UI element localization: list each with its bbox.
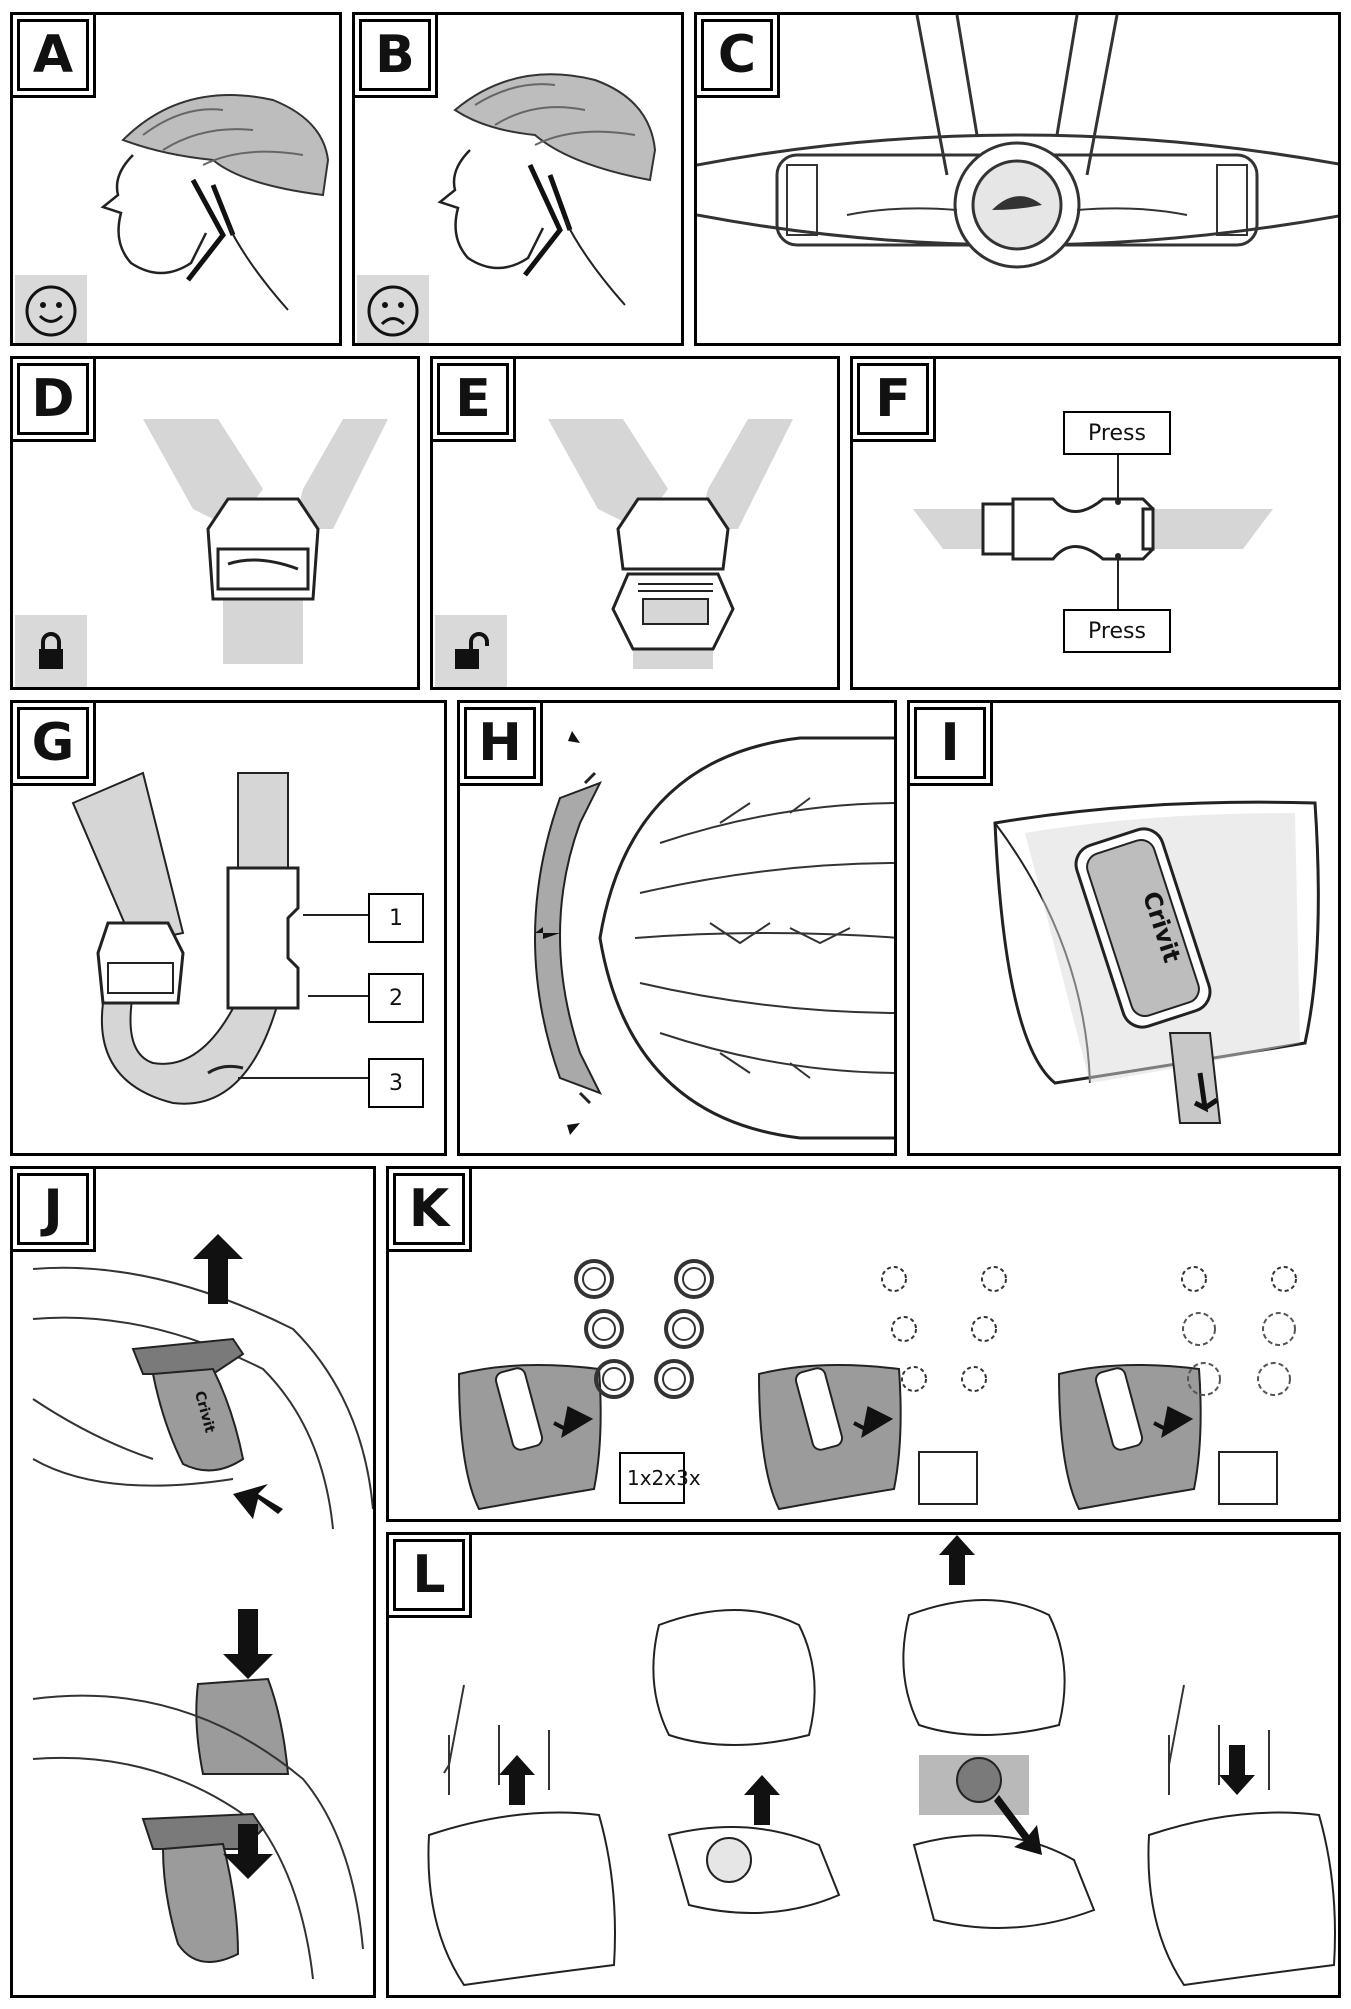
panel-label: F: [853, 359, 936, 442]
mode-count-label: 1x2x3x: [619, 1452, 701, 1504]
panel-k: K 1x2: [386, 1166, 1341, 1522]
panel-label: K: [389, 1169, 472, 1252]
step-screw-back: [1147, 1684, 1336, 1987]
step-replace-battery: [902, 1535, 1096, 1929]
mode-group-steady: [457, 1259, 714, 1511]
light-modes-illustration: [457, 1259, 1297, 1511]
panel-letter: G: [31, 713, 75, 773]
panel-letter: F: [875, 369, 911, 429]
panel-b: B: [352, 12, 684, 346]
battery-replacement-illustration: [427, 1535, 1336, 1987]
panel-letter: D: [31, 369, 75, 429]
panel-letter: E: [455, 369, 491, 429]
callout-1: 1: [368, 893, 424, 943]
panel-label: B: [355, 15, 438, 98]
panel-letter: J: [43, 1179, 63, 1239]
panel-e: E: [430, 356, 840, 690]
panel-i: I Crivit: [907, 700, 1341, 1156]
callout-2: 2: [368, 973, 424, 1023]
callout-3: 3: [368, 1058, 424, 1108]
panel-a: A: [10, 12, 342, 346]
light-module-tab-illustration: [993, 800, 1320, 1124]
panel-g: G 1 2 3: [10, 700, 447, 1156]
adjustment-dial-illustration: [697, 15, 1338, 269]
panel-f: F Press Press: [850, 356, 1341, 690]
press-label-bottom: Press: [1063, 609, 1171, 653]
panel-label: L: [389, 1535, 472, 1618]
lock-open-icon: [435, 615, 507, 687]
panel-letter: L: [412, 1545, 446, 1605]
panel-letter: B: [375, 25, 415, 85]
strap-buckle-locked-illustration: [143, 419, 388, 664]
panel-label: H: [460, 703, 543, 786]
mode-group-alternating: [1057, 1266, 1297, 1511]
panel-label: E: [433, 359, 516, 442]
panel-c: C: [694, 12, 1341, 346]
press-label-top: Press: [1063, 411, 1171, 455]
helmet-incorrect-fit-illustration: [437, 73, 657, 306]
panel-letter: I: [940, 713, 960, 773]
panel-j: J Crivit: [10, 1166, 376, 1998]
lock-closed-icon: [15, 615, 87, 687]
step-unscrew: [427, 1684, 616, 1987]
panel-d: D: [10, 356, 420, 690]
panel-label: I: [910, 703, 993, 786]
panel-letter: C: [717, 25, 757, 85]
helmet-correct-fit-illustration: [100, 94, 330, 311]
strap-adjustment-illustration: [71, 771, 368, 1105]
panel-letter: H: [478, 713, 522, 773]
mode-group-flashing: [757, 1266, 1007, 1511]
visor-removal-illustration: [534, 731, 894, 1140]
panel-label: A: [13, 15, 96, 98]
smiley-icon: [15, 275, 87, 343]
light-module-attach-illustration: [32, 1234, 373, 1980]
panel-label: C: [697, 15, 780, 98]
panel-label: D: [13, 359, 96, 442]
panel-letter: K: [408, 1179, 450, 1239]
panel-h: H: [457, 700, 897, 1156]
panel-l: L: [386, 1532, 1341, 1998]
step-lift-cover: [652, 1609, 841, 1914]
frown-icon: [357, 275, 429, 343]
panel-label: J: [13, 1169, 96, 1252]
strap-buckle-unlocked-illustration: [548, 419, 793, 669]
panel-label: G: [13, 703, 96, 786]
panel-letter: A: [32, 25, 74, 85]
side-release-buckle-illustration: [913, 454, 1273, 609]
